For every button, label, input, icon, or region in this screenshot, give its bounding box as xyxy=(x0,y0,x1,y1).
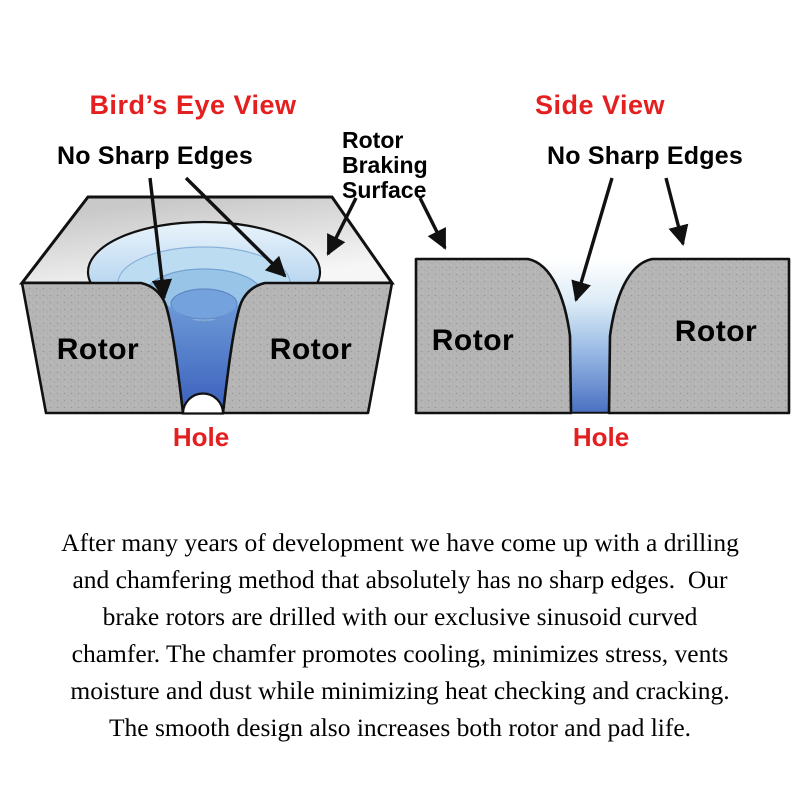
rotor-front-right-face xyxy=(221,281,394,415)
paragraph-line: chamfer. The chamfer promotes cooling, m… xyxy=(71,639,729,668)
hole-label-right: Hole xyxy=(572,422,630,452)
arrow-braking-surface-right xyxy=(418,197,447,250)
rotor-section-right xyxy=(607,257,791,415)
chamfer-ring-3 xyxy=(170,288,238,320)
birds-eye-title: Bird’s Eye View xyxy=(89,90,297,120)
paragraph-line: and chamfering method that absolutely ha… xyxy=(72,565,728,594)
rotor-diagram: Bird’s Eye View Side View No Sharp Edges… xyxy=(18,90,791,452)
arrow-no-sharp-edges-left-1 xyxy=(148,177,173,301)
description-paragraph: After many years of development we have … xyxy=(0,524,800,746)
arrow-no-sharp-edges-right-1 xyxy=(571,177,614,302)
arrow-no-sharp-edges-right-2 xyxy=(664,177,689,246)
rotor-braking-surface-label: Rotor Braking Surface xyxy=(342,128,428,203)
rotor-label-birds-eye-left: Rotor xyxy=(56,333,140,366)
paragraph-line: brake rotors are drilled with our exclus… xyxy=(102,602,698,631)
rotor-front-left-face xyxy=(20,281,185,415)
annotation-arrows xyxy=(148,176,689,302)
hole-channel xyxy=(165,303,241,413)
no-sharp-edges-label-right: No Sharp Edges xyxy=(547,142,743,170)
paragraph-line: moisture and dust while minimizing heat … xyxy=(70,676,730,705)
side-view-title: Side View xyxy=(534,90,666,120)
rotor-braking-surface-line3: Surface xyxy=(342,177,427,203)
paragraph-line: After many years of development we have … xyxy=(61,528,739,557)
rotor-braking-surface-line2: Braking xyxy=(342,152,428,178)
rotor-label-side-right: Rotor xyxy=(674,315,758,348)
rotor-section-left xyxy=(414,257,573,415)
arrow-no-sharp-edges-left-2 xyxy=(184,176,287,278)
rotor-braking-surface-line1: Rotor xyxy=(342,127,404,153)
paragraph-line: The smooth design also increases both ro… xyxy=(108,713,692,742)
birds-eye-diagram xyxy=(18,195,395,415)
arrow-braking-surface-left xyxy=(326,197,358,256)
hole-label-left: Hole xyxy=(172,422,230,452)
rotor-label-birds-eye-right: Rotor xyxy=(269,333,353,366)
no-sharp-edges-label-left: No Sharp Edges xyxy=(57,142,253,170)
hole-exit-notch xyxy=(181,392,225,415)
side-view-diagram xyxy=(414,257,791,415)
diagram-canvas xyxy=(18,176,791,415)
rotor-label-side-left: Rotor xyxy=(431,324,515,357)
